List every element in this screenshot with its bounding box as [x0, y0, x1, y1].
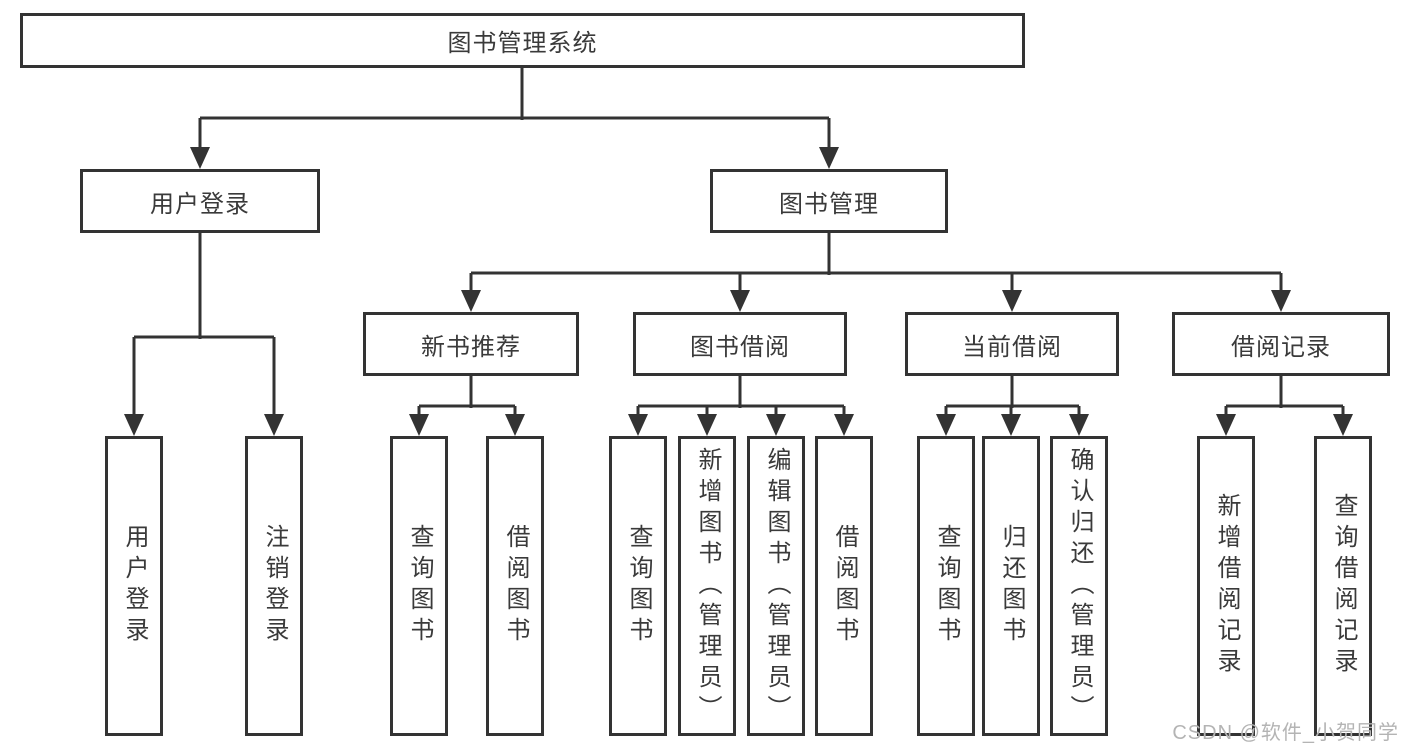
leaf-borrow-books-borrow: 借阅图书	[815, 436, 873, 736]
node-label: 借阅记录	[1231, 333, 1331, 361]
connector-book-borrow-to-leaves	[628, 376, 854, 436]
leaf-query-books-recommend: 查询图书	[390, 436, 448, 736]
node-book-management: 图书管理	[710, 169, 948, 233]
leaf-label: 新增借阅记录	[1213, 493, 1240, 679]
leaf-confirm-return-admin: 确认归还（管理员）	[1050, 436, 1108, 736]
leaf-label: 查询图书	[625, 524, 652, 648]
connector-root-to-level2	[190, 68, 839, 169]
connector-current-borrow-to-leaves	[936, 376, 1089, 436]
leaf-label: 确认归还（管理员）	[1066, 446, 1093, 726]
connector-book-management-to-level3	[461, 233, 1291, 312]
leaf-label: 查询图书	[933, 524, 960, 648]
connector-borrow-records-to-leaves	[1216, 376, 1353, 436]
leaf-edit-book-admin: 编辑图书（管理员）	[747, 436, 805, 736]
node-label: 新书推荐	[421, 333, 521, 361]
leaf-query-books-borrow: 查询图书	[609, 436, 667, 736]
connector-user-login-to-leaves	[124, 233, 284, 436]
leaf-query-borrow-record: 查询借阅记录	[1314, 436, 1372, 736]
csdn-watermark: CSDN @软件_小贺同学	[1172, 722, 1399, 744]
connector-new-book-recommend-to-leaves	[409, 376, 525, 436]
leaf-label: 借阅图书	[831, 524, 858, 648]
node-book-borrow: 图书借阅	[633, 312, 847, 376]
leaf-query-books-current: 查询图书	[917, 436, 975, 736]
leaf-label: 归还图书	[998, 524, 1025, 648]
node-new-book-recommend: 新书推荐	[363, 312, 579, 376]
leaf-logout: 注销登录	[245, 436, 303, 736]
node-label: 图书管理系统	[447, 30, 598, 57]
leaf-label: 用户登录	[121, 524, 148, 648]
leaf-label: 新增图书（管理员）	[694, 446, 721, 726]
leaf-label: 借阅图书	[502, 524, 529, 648]
node-user-login: 用户登录	[80, 169, 320, 233]
leaf-label: 编辑图书（管理员）	[763, 446, 790, 726]
leaf-user-login: 用户登录	[105, 436, 163, 736]
node-label: 用户登录	[150, 190, 250, 218]
node-borrow-records: 借阅记录	[1172, 312, 1390, 376]
node-current-borrow: 当前借阅	[905, 312, 1119, 376]
node-library-management-system: 图书管理系统	[20, 13, 1025, 68]
leaf-label: 查询图书	[406, 524, 433, 648]
leaf-return-books: 归还图书	[982, 436, 1040, 736]
leaf-borrow-books-recommend: 借阅图书	[486, 436, 544, 736]
node-label: 图书管理	[779, 190, 879, 218]
leaf-label: 注销登录	[261, 524, 288, 648]
node-label: 图书借阅	[690, 333, 790, 361]
leaf-label: 查询借阅记录	[1330, 493, 1357, 679]
node-label: 当前借阅	[962, 333, 1062, 361]
leaf-add-borrow-record: 新增借阅记录	[1197, 436, 1255, 736]
leaf-add-book-admin: 新增图书（管理员）	[678, 436, 736, 736]
